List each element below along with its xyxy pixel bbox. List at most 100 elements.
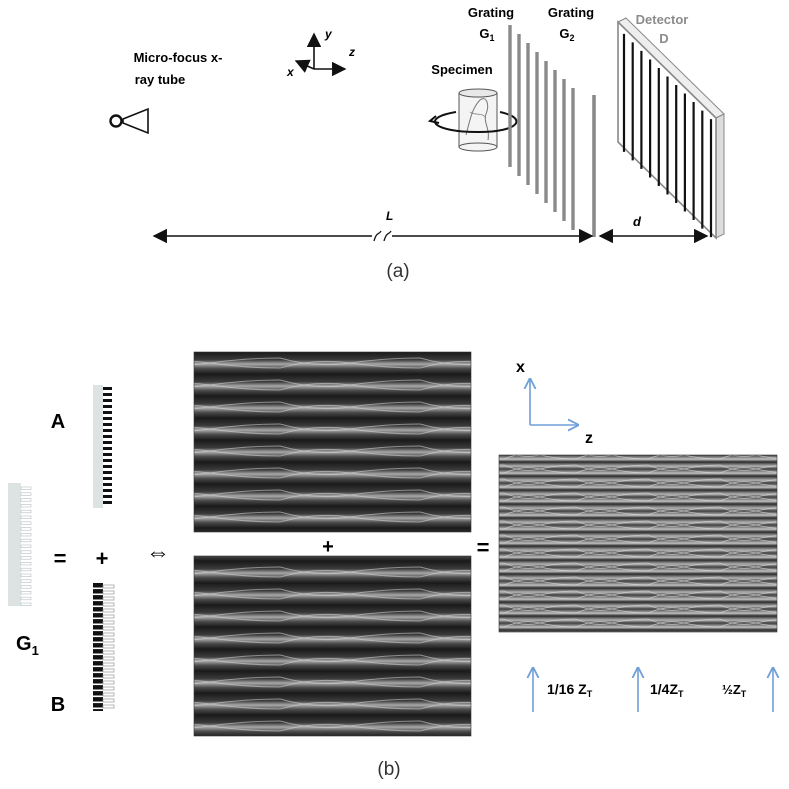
distance-d-label: d (633, 214, 642, 229)
grating-b-gap (93, 611, 103, 614)
grating-a-tooth (103, 447, 112, 450)
talbot-carpet-combined (498, 454, 778, 633)
g1-tooth (20, 498, 32, 502)
marker-1-16-zt: 1/16 ZT (547, 681, 593, 699)
g1-tooth (20, 533, 32, 537)
grating-a-tooth (103, 495, 112, 498)
g1-tooth (20, 538, 32, 543)
equals-sign-1: = (54, 546, 67, 571)
grating-b-gap (93, 605, 103, 608)
g1-tooth (20, 492, 32, 496)
grating-b-gap (93, 641, 103, 644)
marker-half-zt: ½ZT (722, 682, 747, 699)
grating-b-gap (93, 701, 103, 704)
grating-b-tooth (102, 692, 115, 697)
g1-comb-teeth (20, 486, 32, 606)
grating-b-tooth (102, 638, 115, 643)
grating-a-tooth (103, 423, 112, 426)
axis-y-label: y (324, 27, 333, 41)
detector-label-line2: D (659, 31, 668, 46)
grating-a-tooth (103, 465, 112, 468)
g1-tooth (20, 515, 32, 519)
grating-a-tooth (103, 393, 112, 396)
plus-sign-1: + (96, 546, 109, 571)
grating-b-gap (93, 677, 103, 680)
g1-tooth (20, 509, 32, 514)
grating1-label-line1: Grating (468, 5, 514, 20)
g1-tooth (20, 527, 32, 531)
g1-comb (8, 483, 32, 606)
grating-a-tooth (103, 399, 112, 402)
g1-tooth (20, 556, 32, 560)
grating-b-tooth (102, 698, 115, 703)
grating-a-tooth (103, 459, 112, 462)
grating-a-teeth (103, 387, 112, 504)
grating-a-tooth (103, 471, 112, 474)
g1-tooth (20, 544, 32, 548)
grating-a-tooth (103, 489, 112, 492)
grating-a-tooth (103, 477, 112, 480)
grating-b-tooth (102, 626, 115, 631)
grating-b-gap (93, 647, 103, 650)
grating-a (93, 385, 112, 508)
grating-b-gap (93, 617, 103, 620)
grating-b-gap (93, 671, 103, 674)
grating-b-gap (93, 683, 103, 686)
g1-tooth (20, 504, 32, 508)
grating1-label-line2: G1 (479, 26, 494, 43)
g1-tooth (20, 521, 32, 525)
panel-a: Micro-focus x- ray tube y z x Specimen (109, 5, 725, 282)
grating-b-tooth (102, 662, 115, 667)
distance-L-arrow: L (152, 209, 594, 244)
axis-x-label-b: x (516, 359, 525, 376)
grating-b-tooth (102, 680, 115, 685)
grating-a-tooth (103, 441, 112, 444)
distance-L-label: L (386, 209, 393, 223)
grating-a-tooth (103, 429, 112, 432)
grating-b-tooth (102, 644, 115, 649)
grating-b-tooth (102, 674, 115, 679)
axis-x-label: x (286, 65, 295, 79)
xz-axes: x z (516, 359, 593, 447)
grating-b-tooth (102, 596, 115, 601)
axis-z-label-b: z (585, 430, 593, 447)
grating-b-tooth (102, 650, 115, 655)
g1-tooth (20, 602, 32, 606)
specimen-label: Specimen (431, 62, 492, 77)
caption-b: (b) (377, 759, 400, 780)
grating-b-tooth (102, 656, 115, 661)
grating-b-tooth (102, 686, 115, 691)
grating-b-gap (93, 599, 103, 602)
grating-b-tooth (102, 620, 115, 625)
detector-lines (622, 33, 713, 238)
grating-b-tooth (102, 608, 115, 613)
grating-b-tooth (102, 584, 115, 589)
grating-g1 (508, 25, 575, 230)
grating-a-tooth (103, 411, 112, 414)
g1-tooth (20, 579, 32, 583)
axis-z-label: z (348, 45, 355, 59)
talbot-carpet-a (193, 351, 472, 533)
grating-b-gap (93, 695, 103, 698)
grating-b-gap (93, 707, 103, 710)
distance-d-arrow: d (598, 214, 709, 244)
detector-d (617, 17, 725, 240)
g1-tooth (20, 585, 32, 589)
grating-a-tooth (103, 405, 112, 408)
grating-a-tooth (103, 501, 112, 504)
grating-b-tooth (102, 590, 115, 595)
grating-b-gap (93, 593, 103, 596)
grating-a-tooth (103, 453, 112, 456)
equals-sign-2: = (477, 535, 490, 560)
grating-a-tooth (103, 387, 112, 390)
grating-b-gap (93, 653, 103, 656)
grating-a-tooth (103, 483, 112, 486)
grating-a-tooth (103, 417, 112, 420)
grating-a-tooth (103, 435, 112, 438)
g1-tooth (20, 486, 32, 490)
equivalent-sign: ⇔ (146, 539, 170, 566)
grating-b-gap (93, 665, 103, 668)
g1-tooth (20, 562, 32, 566)
label-b: B (51, 694, 65, 716)
